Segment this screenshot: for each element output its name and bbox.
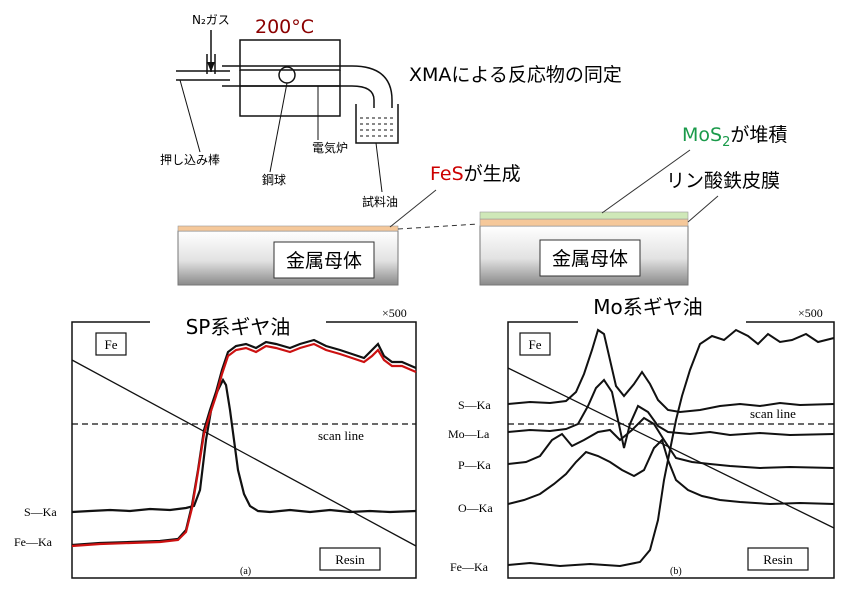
ball-leader <box>269 82 288 173</box>
level-dashed-line <box>397 223 479 230</box>
reaction-tube <box>222 65 393 108</box>
chart-a-scan-label: scan line <box>318 428 364 443</box>
chart-b-title: Mo系ギヤ油 <box>593 295 703 319</box>
film-leader <box>687 195 719 223</box>
chart-b-trace-o <box>507 438 835 506</box>
left-fes-layer <box>177 225 399 232</box>
chart-a-title: SP系ギヤ油 <box>186 315 291 339</box>
chart-a-panel-label: (a) <box>240 566 251 577</box>
chart-a-scan-line <box>71 359 417 547</box>
chart-a-fe-box <box>95 332 127 356</box>
right-body-label: 金属母体 <box>552 248 628 270</box>
chart-b-trace-mo <box>507 378 835 449</box>
oil-label: 試料油 <box>362 194 398 209</box>
right-body-box <box>539 239 641 277</box>
rod-label: 押し込み棒 <box>160 153 220 167</box>
chart-a-ylabel-s: S—Ka <box>24 505 57 519</box>
right-mos2-layer <box>479 211 689 220</box>
heading: XMAによる反応物の同定 <box>409 64 622 86</box>
chart-a-magnification: ×500 <box>382 306 407 320</box>
left-specimen: 金属母体 <box>177 225 399 286</box>
n2-label: N₂ガス <box>192 13 230 27</box>
chart-b-trace-s <box>507 328 835 414</box>
chart-b-ylabel-s: S—Ka <box>458 398 491 412</box>
chart-b-trace-fe <box>507 328 835 568</box>
mos2-prefix: MoS <box>682 124 722 146</box>
apparatus-drawing <box>176 30 399 193</box>
film-label: リン酸鉄皮膜 <box>666 170 780 192</box>
oil-surface <box>360 117 394 137</box>
chart-b: Mo系ギヤ油 ×500 Fe Resin scan line (b) S—Ka … <box>448 295 835 579</box>
temperature-label: 200°C <box>255 16 314 38</box>
chart-b-magnification: ×500 <box>798 306 823 320</box>
chart-b-fe-box <box>519 332 551 356</box>
mos2-label: MoS2が堆積 <box>682 124 787 150</box>
chart-b-trace-p <box>507 416 835 470</box>
oil-beaker <box>355 104 399 144</box>
chart-a-trace-fe <box>71 338 417 547</box>
chart-b-ylabel-p: P—Ka <box>458 458 491 472</box>
mos2-sub: 2 <box>722 135 730 150</box>
mos2-leader <box>601 149 691 214</box>
chart-b-resin-box <box>747 547 809 571</box>
right-phosphate-layer <box>479 218 689 227</box>
mos2-suffix: が堆積 <box>730 124 787 146</box>
chart-a-trace-fe-red <box>71 342 417 548</box>
chart-a-fe-label: Fe <box>105 337 118 352</box>
furnace-bottom <box>239 85 341 117</box>
rod-leader <box>179 79 201 153</box>
chart-b-ylabel-o: O—Ka <box>458 501 493 515</box>
chart-b-ylabel-fe: Fe—Ka <box>450 560 489 574</box>
chart-b-scan-label: scan line <box>750 406 796 421</box>
fes-label: FeSが生成 <box>430 163 521 185</box>
right-specimen: 金属母体 <box>479 211 689 286</box>
push-rod <box>176 70 230 81</box>
fes-prefix: FeS <box>430 163 464 185</box>
furnace-label: 電気炉 <box>312 140 348 155</box>
chart-b-ylabel-mo: Mo—La <box>448 427 490 441</box>
chart-b-resin-label: Resin <box>763 552 793 567</box>
chart-a-trace-s <box>71 377 417 514</box>
chart-a-resin-box <box>319 547 381 571</box>
left-body-label: 金属母体 <box>286 250 362 272</box>
furnace-top <box>239 39 341 71</box>
chart-a: SP系ギヤ油 ×500 Fe Resin scan line (a) S—Ka … <box>14 306 417 579</box>
chart-a-ylabel-fe: Fe—Ka <box>14 535 53 549</box>
chart-a-resin-label: Resin <box>335 552 365 567</box>
left-body-box <box>273 241 375 279</box>
chart-b-panel-label: (b) <box>670 566 682 577</box>
ball-label: 鋼球 <box>262 173 286 187</box>
chart-b-fe-label: Fe <box>529 337 542 352</box>
n2-arrowhead <box>207 62 215 72</box>
fes-leader <box>389 189 437 228</box>
fes-suffix: が生成 <box>464 163 521 185</box>
oil-leader <box>375 142 383 193</box>
